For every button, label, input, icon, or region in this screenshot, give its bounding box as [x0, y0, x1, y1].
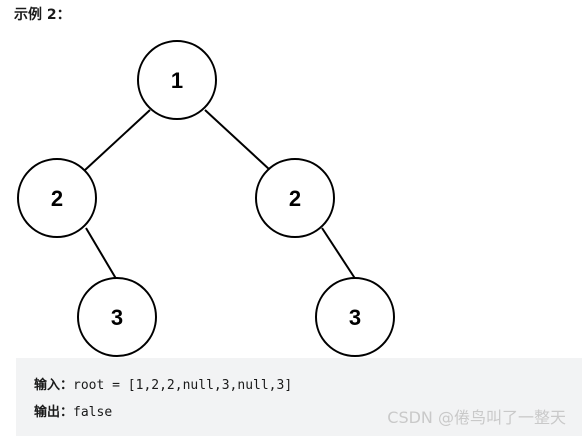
- edge-root-left: [84, 109, 151, 171]
- node-label-right-right-grandchild: 3: [349, 305, 361, 330]
- input-value: root = [1,2,2,null,3,null,3]: [73, 378, 293, 393]
- example-code-block: 输入：root = [1,2,2,null,3,null,3] 输出：false: [16, 358, 582, 436]
- example-heading: 示例 2：: [14, 7, 71, 23]
- tree-node-right-child: 2: [255, 158, 335, 238]
- output-value: false: [73, 405, 113, 420]
- input-line: 输入：root = [1,2,2,null,3,null,3]: [34, 374, 292, 393]
- binary-tree-diagram: 1 2 2 3 3: [17, 40, 395, 357]
- tree-node-right-right-grandchild: 3: [315, 277, 395, 357]
- csdn-watermark: CSDN @倦鸟叫了一整天: [387, 408, 566, 427]
- node-label-right-child: 2: [289, 186, 301, 211]
- output-label: 输出：: [34, 405, 74, 420]
- node-label-root: 1: [171, 68, 183, 93]
- tree-node-left-right-grandchild: 3: [77, 277, 157, 357]
- input-label: 输入：: [34, 378, 74, 393]
- edge-right-grandchild: [321, 227, 357, 281]
- output-line: 输出：false: [34, 401, 112, 420]
- node-label-left-child: 2: [51, 186, 63, 211]
- tree-node-root: 1: [137, 40, 217, 120]
- edge-left-grandchild: [85, 227, 119, 283]
- tree-node-left-child: 2: [17, 158, 97, 238]
- node-label-left-right-grandchild: 3: [111, 305, 123, 330]
- edge-root-right: [204, 109, 271, 171]
